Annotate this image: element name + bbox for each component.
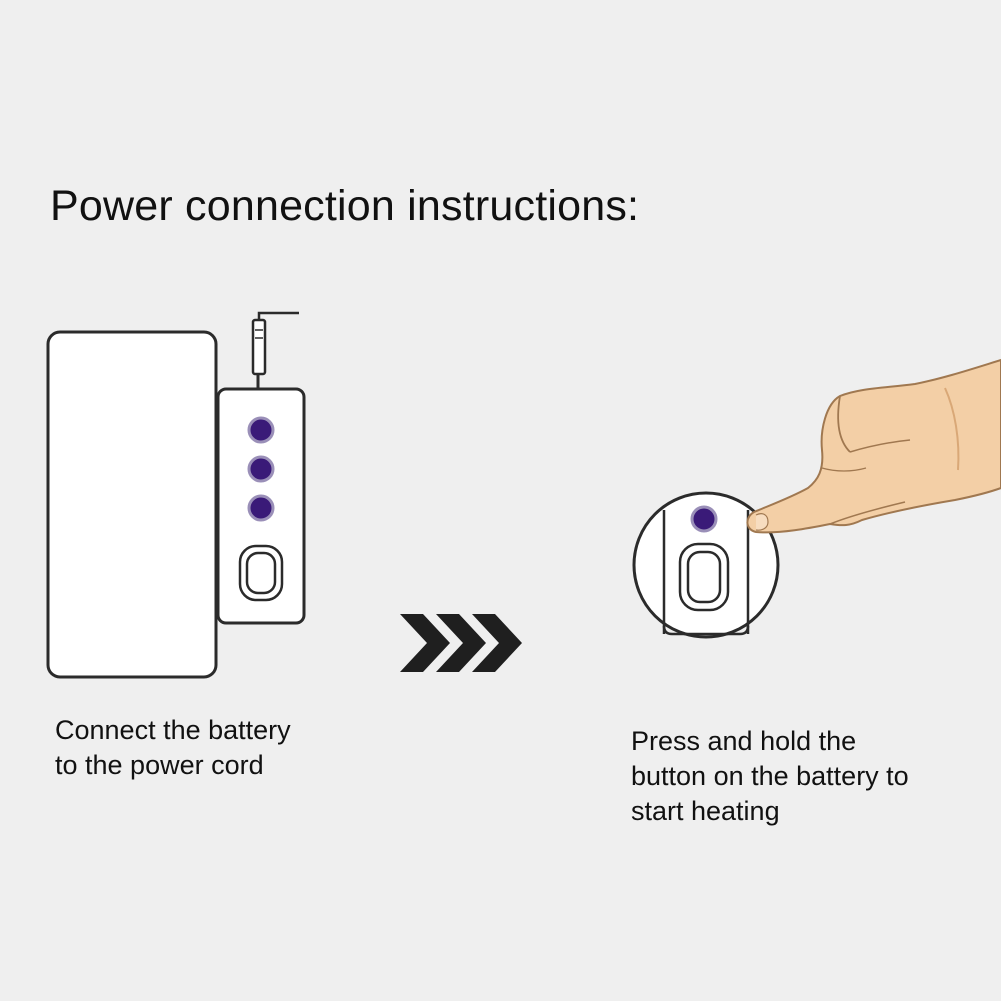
indicator-light-1 xyxy=(247,416,275,444)
power-cord-icon xyxy=(251,311,299,389)
step-2-caption-line-3: start heating xyxy=(631,796,780,826)
hand-pointing-icon xyxy=(746,358,1001,534)
step-1-caption-line-1: Connect the battery xyxy=(55,715,291,745)
indicator-light-3 xyxy=(247,494,275,522)
step-2-caption-line-1: Press and hold the xyxy=(631,726,857,756)
step-1-caption-line-2: to the power cord xyxy=(55,750,264,780)
power-button xyxy=(238,544,284,602)
step-2-caption-line-2: button on the battery to xyxy=(631,761,909,791)
battery-pack-icon xyxy=(46,330,306,679)
magnified-indicator-light xyxy=(690,505,718,533)
step-2-caption: Press and hold the button on the battery… xyxy=(631,724,909,829)
triple-chevron-arrow-icon xyxy=(400,614,522,672)
indicator-light-2 xyxy=(247,455,275,483)
page-title: Power connection instructions: xyxy=(50,182,640,230)
heated-panel xyxy=(46,330,218,679)
magnified-battery-view xyxy=(632,491,780,639)
step-1-caption: Connect the battery to the power cord xyxy=(55,713,291,783)
magnified-power-button xyxy=(678,542,730,612)
